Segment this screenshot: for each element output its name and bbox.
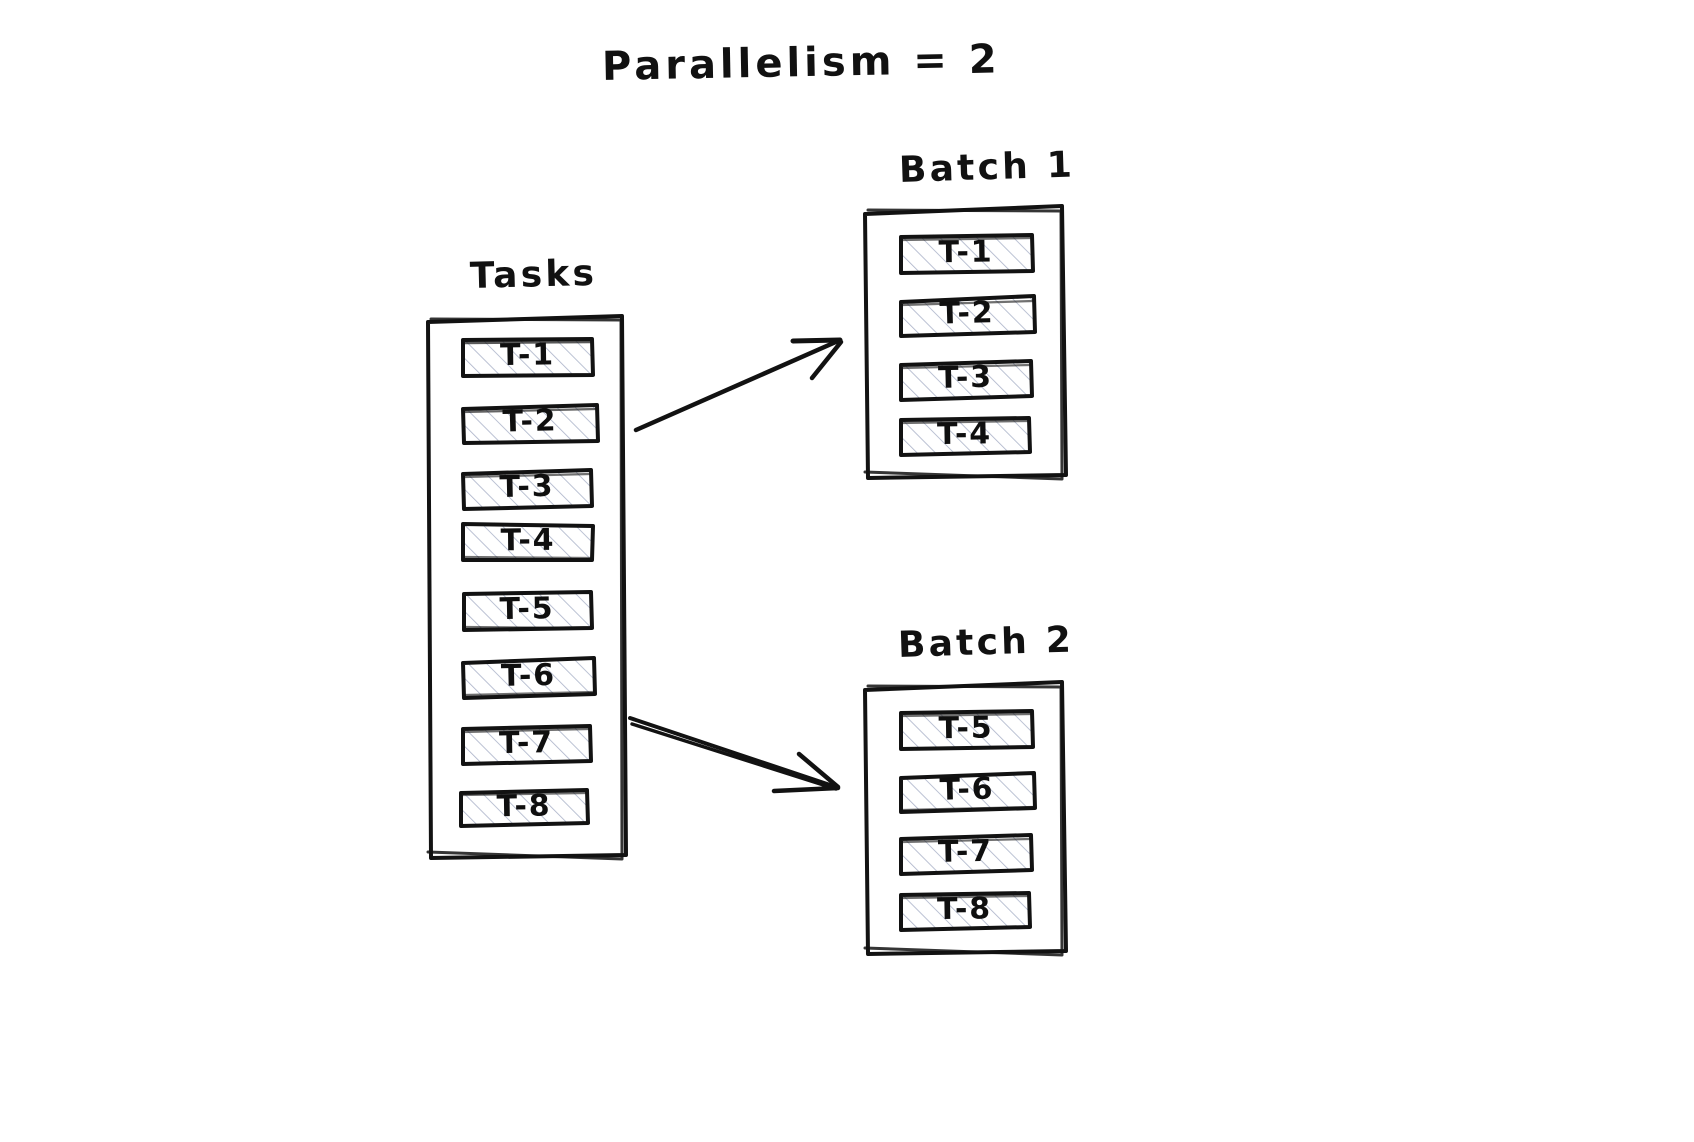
list-item-label: T-6 — [939, 771, 995, 808]
batch-2-container — [858, 676, 1070, 958]
batch-2-outline-b — [863, 684, 1064, 957]
batch-1-outline-b — [863, 208, 1064, 481]
list-item[interactable]: T-1 — [460, 336, 595, 378]
diagram-title: Parallelism = 2 — [601, 36, 1001, 90]
list-item-label: T-3 — [937, 359, 994, 396]
batch-1-outline-a — [863, 204, 1068, 480]
list-item-label: T-7 — [937, 833, 994, 870]
tasks-container-outline-a — [426, 314, 628, 860]
list-item[interactable]: T-2 — [460, 403, 600, 445]
list-item-label: T-2 — [939, 295, 995, 332]
list-item[interactable]: T-7 — [897, 832, 1034, 876]
list-item-label: T-3 — [499, 468, 555, 505]
list-item-label: T-1 — [499, 337, 556, 374]
list-item[interactable]: T-2 — [897, 294, 1037, 338]
batch-1-container — [858, 200, 1070, 482]
tasks-container-outline-b — [426, 317, 624, 861]
list-item-label: T-2 — [502, 403, 558, 440]
list-item-label: T-8 — [496, 788, 552, 825]
batch-1-label: Batch 1 — [898, 144, 1076, 191]
tasks-container — [422, 310, 630, 862]
list-item[interactable]: T-4 — [460, 521, 596, 563]
list-item[interactable]: T-5 — [460, 589, 594, 633]
list-item[interactable]: T-8 — [458, 788, 590, 828]
list-item[interactable]: T-3 — [460, 467, 594, 511]
list-item-label: T-1 — [938, 234, 994, 271]
list-item-label: T-6 — [500, 657, 557, 694]
list-item[interactable]: T-6 — [460, 656, 597, 700]
list-item[interactable]: T-5 — [897, 708, 1035, 752]
list-item-label: T-5 — [938, 710, 994, 747]
batch-2-label: Batch 2 — [897, 619, 1075, 666]
list-item-label: T-7 — [498, 725, 555, 762]
list-item-label: T-8 — [936, 891, 993, 928]
list-item[interactable]: T-4 — [897, 415, 1032, 457]
list-item-label: T-5 — [499, 591, 555, 628]
list-item[interactable]: T-1 — [897, 232, 1035, 276]
arrow-tasks-to-batch-2 — [628, 716, 841, 794]
list-item-label: T-4 — [500, 522, 556, 559]
list-item[interactable]: T-7 — [460, 724, 593, 766]
arrow-tasks-to-batch-1 — [633, 337, 844, 433]
tasks-group-label: Tasks — [469, 252, 598, 297]
list-item[interactable]: T-8 — [897, 890, 1032, 932]
batch-2-outline-a — [863, 680, 1068, 956]
list-item-label: T-4 — [936, 416, 993, 453]
list-item[interactable]: T-3 — [897, 358, 1034, 402]
list-item[interactable]: T-6 — [897, 770, 1037, 814]
